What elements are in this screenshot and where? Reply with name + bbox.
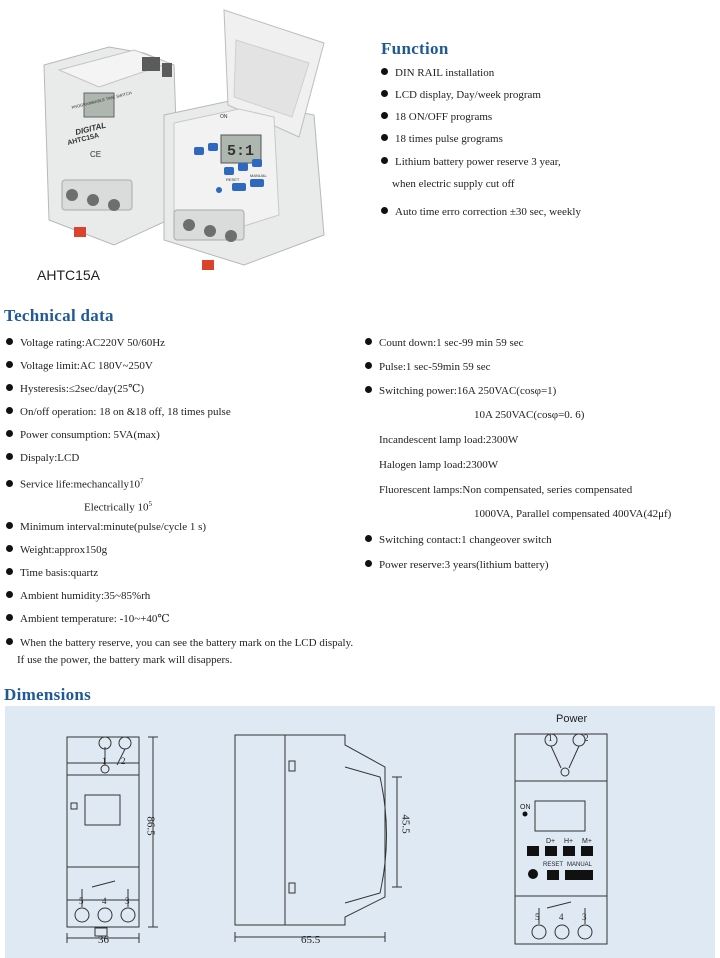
- side-view-drawing: [234, 734, 402, 942]
- power-label: Power: [556, 713, 588, 725]
- panel-button-m: M+: [582, 838, 592, 845]
- tech-left-item: Hysteresis:≤2sec/day(25℃): [6, 382, 144, 396]
- tech-right-cont: Halogen lamp load:2300W: [379, 459, 499, 471]
- tech-left-item: Weight:approx150g: [6, 543, 107, 557]
- dimensions-heading: Dimensions: [4, 685, 92, 704]
- panel-manual-label: MANUAL: [567, 862, 593, 868]
- side-height-dim: 45.5: [399, 814, 412, 834]
- function-heading: Function: [381, 39, 449, 58]
- tech-left-item: On/off operation: 18 on &18 off, 18 time…: [6, 405, 231, 419]
- tech-right-item: Switching contact:1 changeover switch: [365, 533, 552, 547]
- panel-term-5: 5: [535, 912, 540, 922]
- panel-button-h: H+: [564, 838, 574, 845]
- front-height-dim: 86.5: [144, 816, 157, 836]
- tech-left-item: Voltage limit:AC 180V~250V: [6, 359, 153, 373]
- tech-left-item: Dispaly:LCD: [6, 451, 79, 465]
- panel-term-1: 1: [548, 733, 553, 743]
- front-term-1: 1: [102, 756, 107, 766]
- function-item: 18 times pulse grograms: [381, 132, 503, 146]
- tech-right-item: Switching power:16A 250VAC(cosφ=1): [365, 384, 556, 398]
- panel-term-3: 3: [582, 912, 587, 922]
- tech-right-cont: Fluorescent lamps:Non compensated, serie…: [379, 484, 633, 496]
- technical-heading: Technical data: [4, 306, 114, 325]
- tech-right-cont: 10A 250VAC(cosφ=0. 6): [474, 409, 585, 421]
- function-item: 18 ON/OFF programs: [381, 110, 492, 124]
- front-view-drawing: [66, 736, 158, 943]
- panel-view-drawing: [514, 733, 608, 945]
- ce-mark: CE: [90, 150, 101, 159]
- manual-label: MANUAL: [250, 173, 267, 178]
- front-term-2: 2: [121, 756, 126, 766]
- front-width-dim: 36: [98, 934, 109, 946]
- tech-right-cont: 1000VA, Parallel compensated 400VA(42μf): [474, 508, 672, 520]
- function-item: Auto time erro correction ±30 sec, weekl…: [381, 205, 581, 219]
- tech-left-item: Voltage rating:AC220V 50/60Hz: [6, 336, 165, 350]
- tech-left-item: Time basis:quartz: [6, 566, 98, 580]
- tech-right-item: Power reserve:3 years(lithium battery): [365, 558, 549, 572]
- function-item-cont: when electric supply cut off: [392, 178, 515, 190]
- tech-left-item: Minimum interval:minute(pulse/cycle 1 s): [6, 520, 206, 534]
- front-term-4: 4: [102, 896, 107, 906]
- lcd-digits: 5:1: [227, 143, 254, 160]
- tech-right-item: Pulse:1 sec-59min 59 sec: [365, 360, 491, 374]
- tech-left-item: Ambient humidity:35~85%rh: [6, 589, 150, 603]
- front-term-5: 5: [79, 896, 84, 906]
- tech-left-item: Ambient temperature: -10~+40℃: [6, 612, 170, 626]
- on-label: ON: [220, 114, 228, 120]
- tech-right-item: Count down:1 sec-99 min 59 sec: [365, 336, 524, 350]
- product-caption: AHTC15A: [37, 267, 101, 283]
- tech-left-item: When the battery reserve, you can see th…: [6, 636, 353, 650]
- function-item: Lithium battery power reserve 3 year,: [381, 155, 561, 169]
- tech-left-item: Service life:mechancally107: [6, 474, 144, 492]
- panel-reset-label: RESET: [543, 862, 564, 868]
- panel-term-4: 4: [559, 912, 564, 922]
- device-left: [43, 46, 180, 246]
- tech-battery-cont: If use the power, the battery mark will …: [17, 654, 233, 666]
- panel-term-2: 2: [584, 733, 589, 743]
- product-photo: PROGRAMMABLE TIME SWITCH AHTC15A DIGITAL…: [43, 9, 325, 270]
- reset-label: RESET: [226, 177, 240, 182]
- function-item: DIN RAIL installation: [381, 66, 494, 80]
- tech-left-item: Power consumption: 5VA(max): [6, 428, 160, 442]
- function-item: LCD display, Day/week program: [381, 88, 541, 102]
- panel-button-d: D+: [546, 838, 556, 845]
- tech-right-cont: Incandescent lamp load:2300W: [379, 434, 519, 446]
- side-width-dim: 65.5: [301, 934, 321, 946]
- front-term-3: 3: [125, 896, 130, 906]
- panel-on-label: ON: [520, 804, 531, 811]
- tech-electrically: Electrically 105: [84, 500, 152, 514]
- dimensions-panel: [5, 706, 715, 958]
- device-right: [163, 9, 325, 270]
